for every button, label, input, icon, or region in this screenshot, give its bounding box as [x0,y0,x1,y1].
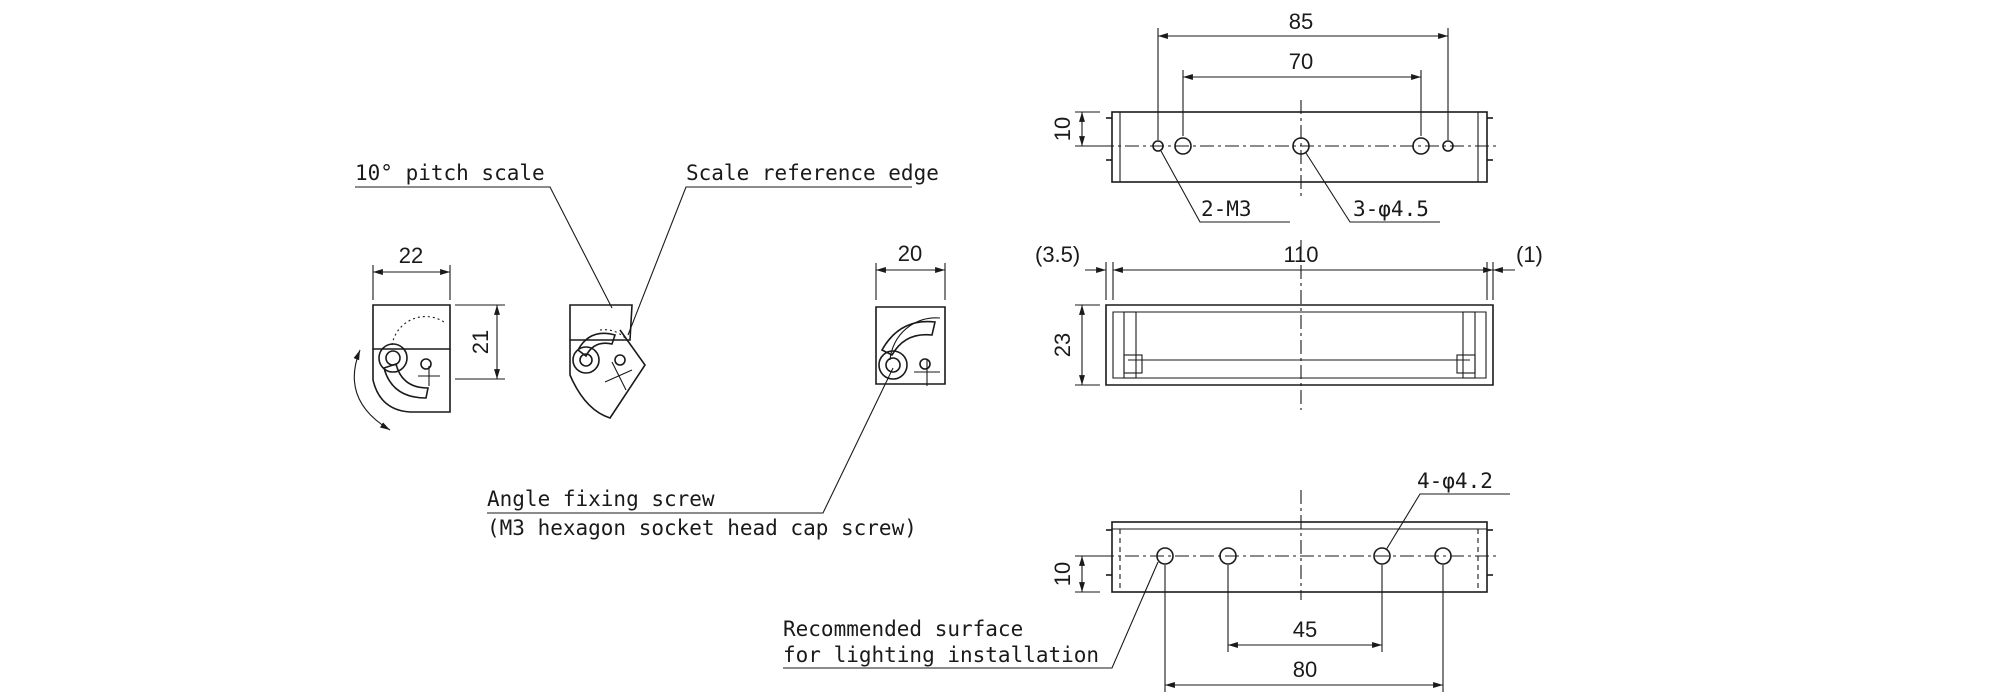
front-view: 20 [875,241,946,386]
front-view-screw-head [878,350,908,380]
dim-110-label: 110 [1283,242,1318,267]
side-view-slot [383,362,429,399]
dim-80-label: 80 [1293,657,1317,682]
leader-pitch-scale [355,186,613,309]
middle-view-outline [1105,304,1494,386]
dim-3-5-label: (3.5) [1035,242,1080,267]
callout-reference-edge: Scale reference edge [686,161,939,185]
bottom-view: 4-φ4.2 10 45 80 Recommended surface for … [783,469,1510,692]
side-view-scale-arc [391,316,445,346]
callout-mount-surface: Recommended surface [783,617,1023,641]
top-view-hole-45-right [1412,137,1430,155]
rotated-view-body [569,329,646,419]
bottom-view-hole-1 [1156,547,1174,565]
rotated-view-screw-head [572,346,600,374]
dim-22-label: 22 [399,243,423,268]
middle-view-inner [1112,311,1487,379]
top-view-hole-45-center [1292,137,1310,155]
rotation-arrow [353,349,391,431]
rotated-view-slot [576,332,617,358]
side-view-neutral: 22 21 [353,243,505,431]
front-view-scale-outer [889,317,941,361]
front-view-body [875,306,946,385]
leader-fixing-screw [487,367,894,514]
leader-3-phi45 [1305,152,1440,223]
side-view-screw-socket [385,350,401,366]
bottom-view-body [1111,521,1488,593]
dim-1-label: (1) [1516,242,1543,267]
top-view-hole-m3-right [1442,140,1454,152]
dim-45-label: 45 [1293,617,1317,642]
rotated-view-hole [614,354,626,366]
rotated-view-screw-socket [579,353,593,367]
top-view-hole-m3-left [1152,140,1164,152]
dim-10-top-label: 10 [1050,117,1075,141]
side-view-upper-body [372,304,451,350]
callout-mount-surface-detail: for lighting installation [783,643,1099,667]
middle-view-bracket-right [1462,311,1476,379]
callouts-left: 10° pitch scale Scale reference edge Ang… [355,161,939,540]
top-view-hole-45-left [1174,137,1192,155]
callout-fixing-screw: Angle fixing screw [487,487,715,511]
callout-2-m3: 2-M3 [1201,197,1252,221]
leader-4-phi42 [1385,493,1510,551]
middle-view-bracket-left [1123,311,1137,379]
leader-mount-surface [783,561,1159,669]
dim-10-bottom-label: 10 [1050,562,1075,586]
callout-pitch-scale: 10° pitch scale [355,161,545,185]
front-view-hole [919,358,931,370]
rotated-view-top-block [569,304,633,341]
dim-20-label: 20 [898,241,922,266]
callout-3-phi45: 3-φ4.5 [1353,197,1429,221]
top-view-body [1111,111,1488,183]
side-view-lower-body [372,349,451,413]
bottom-view-hole-3 [1373,547,1391,565]
rotated-view-center-mark [604,361,633,391]
dim-23-label: 23 [1050,333,1075,357]
top-view: 85 70 10 2-M3 3-φ4.5 [1050,9,1500,223]
middle-view-foot-left [1123,354,1143,374]
front-view-screw-socket [885,357,901,373]
side-view-hole [420,358,432,370]
dim-70-label: 70 [1289,49,1313,74]
front-view-center-mark [914,360,940,386]
callout-4-phi42: 4-φ4.2 [1417,469,1493,493]
bottom-view-hole-2 [1219,547,1237,565]
rotated-view-scale-arc [599,329,633,349]
middle-view: 110 (3.5) (1) 23 [1035,240,1543,410]
dim-21-label: 21 [468,330,493,354]
front-view-slot [880,320,936,357]
middle-view-foot-right [1456,354,1476,374]
bottom-view-hole-4 [1434,547,1452,565]
leader-reference-edge [627,186,912,336]
side-view-center-mark [418,366,440,386]
side-view-rotated [569,304,646,419]
leader-2-m3 [1160,150,1290,223]
callout-fixing-screw-detail: (M3 hexagon socket head cap screw) [487,516,917,540]
dim-85-label: 85 [1289,9,1313,34]
